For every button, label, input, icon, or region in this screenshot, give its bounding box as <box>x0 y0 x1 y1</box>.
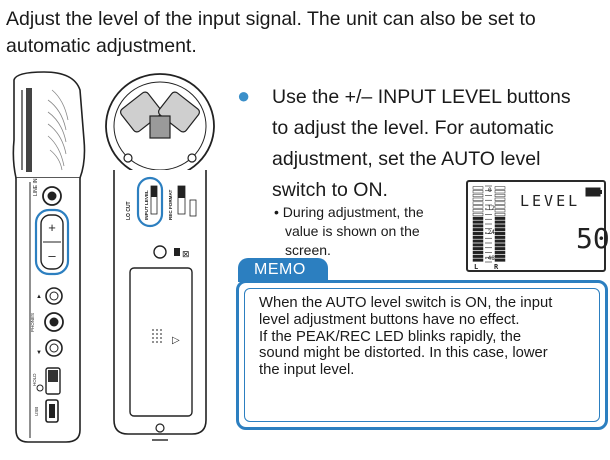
lcd-display: 0 -12 -24 -48 L R LEVEL 50 <box>472 185 610 271</box>
mute-icon: ⊠ <box>182 250 190 260</box>
meter-segment-r <box>494 220 506 224</box>
meter-segment-r <box>494 186 506 190</box>
meter-segment-r <box>494 228 506 232</box>
meter-segment-l <box>472 258 484 262</box>
meter-segment-r <box>494 254 506 258</box>
meter-segment-r <box>494 216 506 220</box>
lcd-channel-l: L <box>474 263 478 271</box>
meter-segment-l <box>472 193 484 198</box>
lcd-scale-24: -24 <box>484 229 495 236</box>
meter-segment-r <box>494 197 506 201</box>
meter-segment-r <box>494 224 506 228</box>
adjustment-note: • During adjustment, the value is shown … <box>274 203 459 260</box>
volume-up-button[interactable] <box>45 287 63 305</box>
note-line-3: screen. <box>285 242 331 258</box>
meter-segment-l <box>472 216 484 220</box>
recorder-side-view: LINE IN + – ▲ PHONES ▼ HOLD USB <box>12 71 86 443</box>
instruction-line-4: switch to ON. <box>272 179 388 201</box>
hold-label: HOLD <box>32 373 37 386</box>
meter-segment-l <box>472 209 484 213</box>
meter-segment-r <box>494 209 506 213</box>
memo-line-1: When the AUTO level switch is ON, the in… <box>259 295 553 311</box>
bullet-dot-icon: ● <box>237 83 251 108</box>
instruction-bullet: Use the +/– INPUT LEVEL buttons to adjus… <box>272 82 607 206</box>
phones-label: PHONES <box>30 313 35 332</box>
meter-segment-l <box>472 201 484 205</box>
meter-segment-l <box>472 254 484 258</box>
input-level-label: INPUT LEVEL <box>144 190 149 220</box>
meter-segment-l <box>472 205 484 209</box>
meter-segment-l <box>472 224 484 228</box>
svg-text:▼: ▼ <box>36 350 42 356</box>
lcd-scale-12: -12 <box>484 205 495 212</box>
slide-arrow-icon: ▷ <box>172 335 180 346</box>
mic-grille <box>47 89 69 171</box>
meter-segment-l <box>472 247 484 251</box>
meter-segment-l <box>472 190 484 194</box>
memo-line-5: the input level. <box>259 362 355 379</box>
meter-segment-r <box>494 258 506 262</box>
usb-label: USB <box>34 407 39 416</box>
memo-inner-frame: When the AUTO level switch is ON, the in… <box>244 288 600 422</box>
note-line-2: value is shown on the <box>285 223 420 239</box>
lcd-scale-0: 0 <box>488 187 492 194</box>
memo-line-4: sound might be distorted. In this case, … <box>259 345 548 362</box>
lcd-scale-48: -48 <box>484 255 495 262</box>
meter-segment-l <box>472 250 484 255</box>
note-line-1: • During adjustment, the <box>274 204 424 220</box>
memo-title-tab: MEMO <box>238 258 328 282</box>
meter-segment-l <box>472 197 484 201</box>
recorder-back-view: LO CUT INPUT LEVEL REC FORMAT ⊠ ▷ <box>105 73 215 441</box>
memo-box: When the AUTO level switch is ON, the in… <box>236 280 608 430</box>
meter-segment-l <box>472 212 484 217</box>
memo-line-3: If the PEAK/REC LED blinks rapidly, the <box>259 328 522 345</box>
lo-cut-label: LO CUT <box>126 201 132 220</box>
meter-segment-r <box>494 201 506 205</box>
meter-segment-r <box>494 243 506 247</box>
meter-segment-l <box>472 231 484 236</box>
meter-segment-l <box>472 186 484 190</box>
intro-line-1: Adjust the level of the input signal. Th… <box>6 8 536 30</box>
level-meter <box>472 185 506 263</box>
line-in-label: LINE IN <box>33 178 39 196</box>
meter-segment-l <box>472 243 484 247</box>
auto-level-highlight <box>136 176 164 228</box>
meter-segment-l <box>472 228 484 232</box>
svg-text:▲: ▲ <box>36 294 42 300</box>
lcd-channel-r: R <box>494 263 499 271</box>
memo-text: When the AUTO level switch is ON, the in… <box>259 295 604 379</box>
meter-segment-r <box>494 205 506 209</box>
meter-segment-r <box>494 235 506 239</box>
cover-grip-dots <box>152 329 162 343</box>
rec-format-label: REC FORMAT <box>168 190 173 220</box>
intro-line-2: automatic adjustment. <box>6 35 197 57</box>
input-plus-button[interactable]: + <box>48 220 56 235</box>
meter-segment-r <box>494 247 506 251</box>
intro-paragraph: Adjust the level of the input signal. Th… <box>6 6 606 60</box>
meter-segment-r <box>494 239 506 243</box>
volume-down-button[interactable] <box>45 339 63 357</box>
meter-segment-r <box>494 190 506 194</box>
lcd-level-label: LEVEL <box>520 192 580 210</box>
xy-mic-capsules <box>119 91 201 139</box>
battery-icon <box>585 187 602 197</box>
instruction-line-2: to adjust the level. For automatic <box>272 117 554 139</box>
lcd-screen: 0 -12 -24 -48 L R LEVEL 50 <box>466 180 610 272</box>
meter-segment-r <box>494 250 506 255</box>
meter-segment-l <box>472 220 484 224</box>
instruction-line-1: Use the +/– INPUT LEVEL buttons <box>272 86 571 108</box>
input-minus-button[interactable]: – <box>48 248 56 263</box>
meter-segment-l <box>472 239 484 243</box>
meter-segment-r <box>494 193 506 198</box>
meter-segment-r <box>494 212 506 217</box>
memo-line-2: level adjustment buttons have no effect. <box>259 311 520 328</box>
instruction-line-3: adjustment, set the AUTO level <box>272 148 541 170</box>
input-level-highlight <box>34 208 70 276</box>
speaker-grille <box>153 245 167 259</box>
meter-segment-l <box>472 235 484 239</box>
lcd-level-value: 50 <box>576 222 610 255</box>
meter-segment-r <box>494 231 506 236</box>
